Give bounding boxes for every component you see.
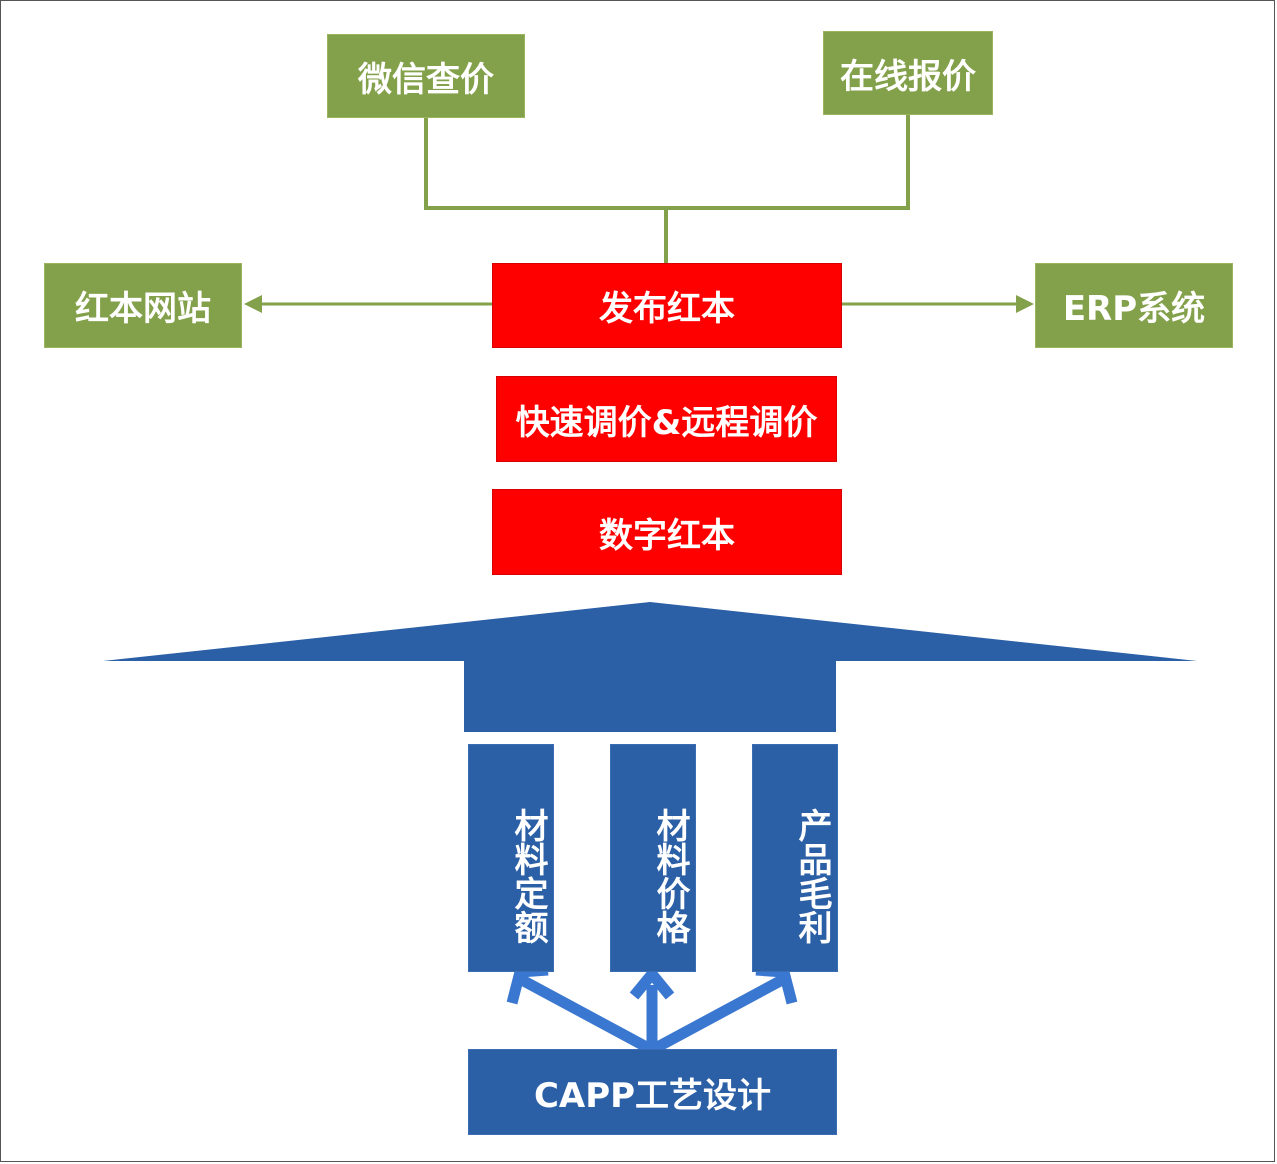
material-price-box: 材料价格 xyxy=(610,744,696,972)
wechat-price-label: 微信查价 xyxy=(358,59,494,100)
big-up-arrow xyxy=(103,602,1197,732)
connector-wechat-publish xyxy=(424,116,668,264)
product-margin-box: 产品毛利 xyxy=(752,744,838,972)
arrow-to-website-head xyxy=(244,295,262,313)
product-margin-label: 产品毛利 xyxy=(792,808,832,944)
wechat-price-box: 微信查价 xyxy=(327,34,525,118)
connector-online-publish xyxy=(666,114,910,210)
capp-arrows xyxy=(506,964,798,1055)
adjust-box: 快速调价&远程调价 xyxy=(496,376,837,462)
website-label: 红本网站 xyxy=(75,289,211,329)
erp-label: ERP系统 xyxy=(1062,289,1206,329)
capp-label: CAPP工艺设计 xyxy=(533,1075,772,1116)
digital-box: 数字红本 xyxy=(492,489,842,575)
material-quota-label: 材料定额 xyxy=(508,808,548,944)
adjust-label: 快速调价&远程调价 xyxy=(515,402,818,443)
capp-box: CAPP工艺设计 xyxy=(468,1049,837,1135)
erp-box: ERP系统 xyxy=(1035,263,1233,348)
arrow-to-erp-head xyxy=(1016,295,1034,313)
online-quote-label: 在线报价 xyxy=(840,56,976,97)
publish-box: 发布红本 xyxy=(492,263,842,348)
material-price-label: 材料价格 xyxy=(650,808,690,944)
publish-label: 发布红本 xyxy=(599,289,735,329)
website-box: 红本网站 xyxy=(44,263,242,348)
digital-label: 数字红本 xyxy=(599,515,735,556)
online-quote-box: 在线报价 xyxy=(823,31,993,115)
material-quota-box: 材料定额 xyxy=(468,744,554,972)
